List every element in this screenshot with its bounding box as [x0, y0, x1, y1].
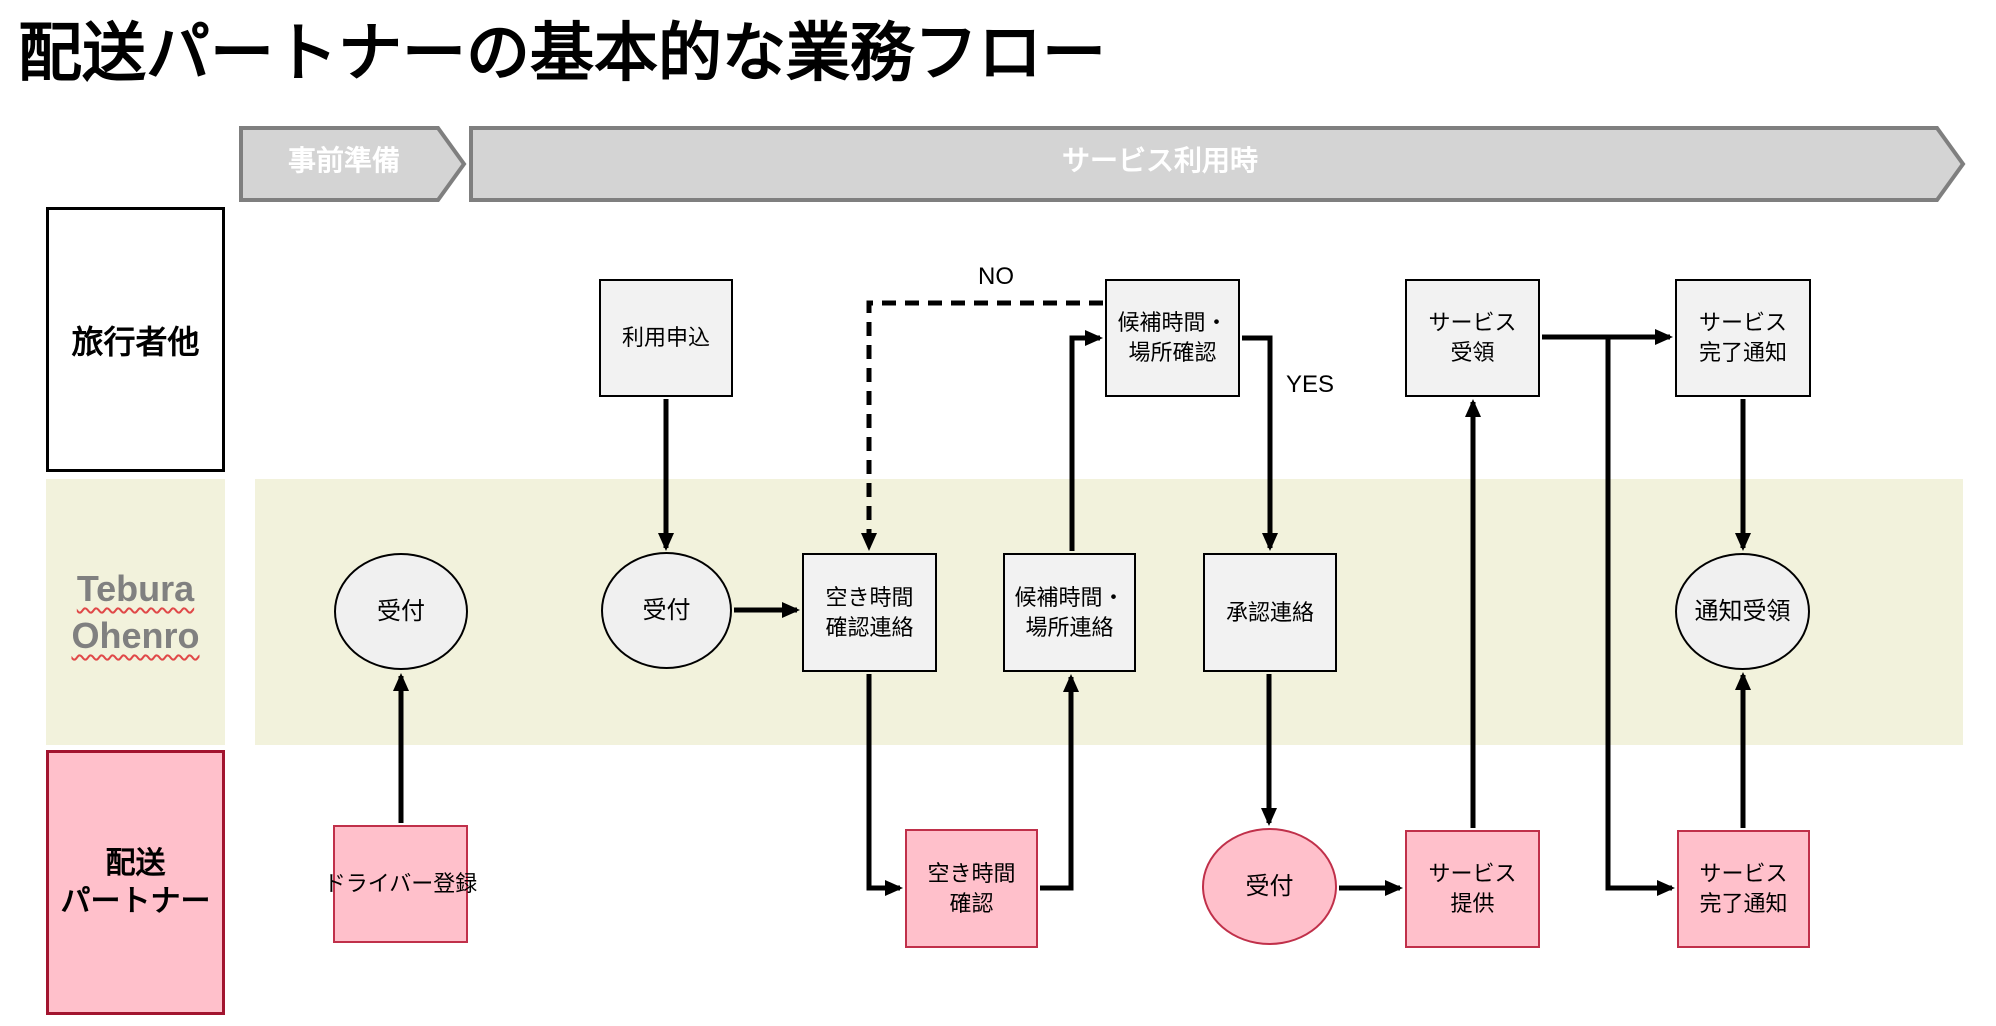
lane-label-tebura-ohenro: Tebura Ohenro — [71, 568, 200, 656]
node-service-application: 利用申込 — [599, 279, 733, 397]
node-service-completion-notice-traveler: サービス 完了通知 — [1675, 279, 1811, 397]
node-service-provide: サービス 提供 — [1405, 830, 1540, 948]
node-availability-check: 空き時間 確認 — [905, 829, 1038, 948]
node-approval-contact: 承認連絡 — [1203, 553, 1337, 672]
phase-label-preparation: 事前準備 — [287, 145, 400, 176]
node-reception-preparation: 受付 — [334, 553, 468, 670]
lane-header-delivery-partner: 配送 パートナー — [46, 750, 225, 1015]
node-driver-registration: ドライバー登録 — [324, 825, 477, 943]
node-reception-service: 受付 — [601, 552, 732, 669]
node-reception-partner: 受付 — [1202, 828, 1337, 945]
lane-label-delivery-partner: 配送 パートナー — [60, 846, 211, 918]
edge-label-yes: YES — [1286, 371, 1335, 398]
diagram-title: 配送パートナーの基本的な業務フロー — [18, 17, 1106, 89]
edge-label-no: NO — [978, 263, 1014, 290]
node-candidate-time-place-confirm: 候補時間・ 場所確認 — [1105, 279, 1240, 397]
node-notice-receipt: 通知受領 — [1675, 553, 1810, 670]
node-service-completion-notice-partner: サービス 完了通知 — [1677, 830, 1810, 948]
node-availability-confirm-contact: 空き時間 確認連絡 — [802, 553, 937, 672]
node-candidate-time-place-contact: 候補時間・ 場所連絡 — [1003, 553, 1136, 672]
node-service-receipt: サービス 受領 — [1405, 279, 1540, 397]
lane-header-tebura-ohenro: Tebura Ohenro — [46, 479, 225, 745]
phase-label-service-use: サービス利用時 — [1061, 145, 1258, 176]
lane-header-travelers: 旅行者他 — [46, 207, 225, 472]
lane-label-travelers: 旅行者他 — [71, 323, 200, 360]
